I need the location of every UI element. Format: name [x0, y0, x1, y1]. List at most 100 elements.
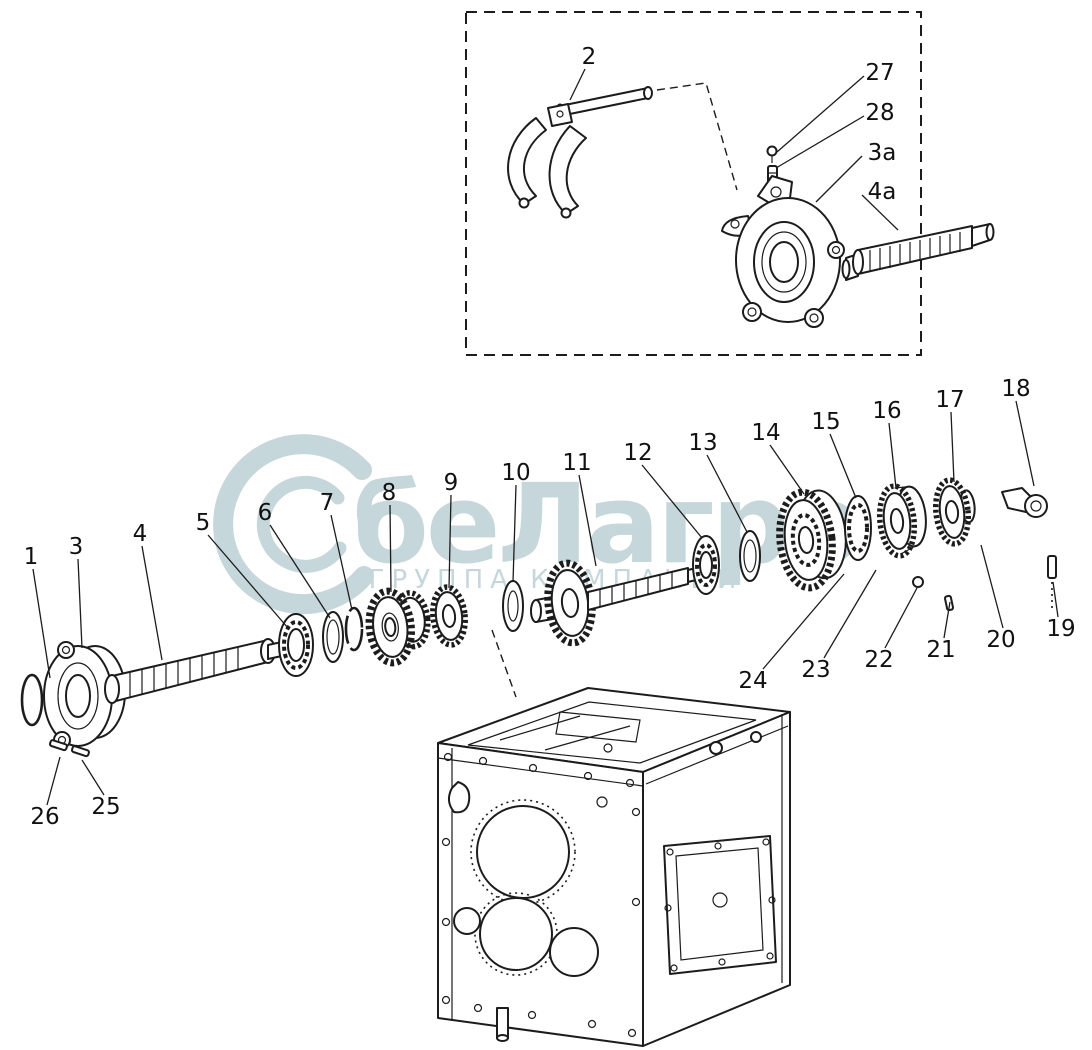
detail-inset — [465, 11, 995, 356]
callout-label-3a: 3a — [868, 140, 897, 166]
callout-label-28: 28 — [865, 100, 894, 126]
callout-leader-25 — [81, 759, 105, 796]
callout-leader-26 — [46, 756, 61, 806]
callout-label-18: 18 — [1001, 376, 1030, 402]
callout-label-15: 15 — [811, 409, 840, 435]
housing-side-cover-plate — [663, 835, 777, 975]
callout-leader-5 — [207, 534, 289, 629]
callout-leader-19 — [1052, 581, 1059, 618]
part-1-snap-ring — [20, 673, 44, 727]
callout-label-11: 11 — [562, 450, 591, 476]
callout-leader-1 — [32, 568, 51, 679]
part-12-bearing — [692, 535, 720, 595]
callout-label-10: 10 — [501, 460, 530, 486]
callout-label-12: 12 — [623, 440, 652, 466]
part-27-bolt — [766, 145, 778, 163]
part-4a-splines — [869, 232, 961, 272]
callout-leader-20 — [980, 544, 1004, 629]
part-5-bearing — [278, 613, 314, 677]
callout-label-26: 26 — [30, 804, 59, 830]
part-3-bearing-cover — [43, 641, 126, 749]
callout-label-5: 5 — [196, 510, 211, 536]
part-4-input-shaft — [104, 637, 305, 704]
callout-leader-27 — [776, 75, 865, 153]
callout-label-14: 14 — [751, 420, 780, 446]
housing-bore-medium — [479, 897, 553, 971]
callout-leader-22 — [884, 587, 918, 649]
callout-label-7: 7 — [320, 490, 335, 516]
callout-label-9: 9 — [444, 470, 459, 496]
housing-front-bolt-holes — [441, 752, 641, 1038]
callout-leader-15 — [829, 433, 857, 499]
callout-label-4: 4 — [133, 521, 148, 547]
callout-label-17: 17 — [935, 387, 964, 413]
housing-stud — [496, 1007, 509, 1042]
watermark: беЛагро ГРУППА КОМПАНИЙ — [213, 434, 863, 615]
part-11-splines — [599, 572, 673, 607]
callout-leader-24 — [762, 573, 845, 670]
part-2-shift-fork — [507, 86, 653, 219]
callout-label-20: 20 — [986, 627, 1015, 653]
part-26-bolt — [48, 739, 68, 752]
part-16-synchro-hub — [876, 483, 927, 559]
callout-leader-4 — [141, 545, 163, 661]
part-18-shift-lug — [1001, 487, 1048, 518]
callout-leader-17 — [950, 411, 955, 483]
assembly-axis-dashed-top — [656, 82, 738, 191]
callout-leader-7 — [330, 514, 353, 611]
callout-leader-28 — [775, 115, 865, 169]
callout-label-4a: 4a — [868, 179, 897, 205]
housing-boss — [709, 741, 723, 755]
part-13-ring — [739, 530, 761, 582]
part-10-thrust-washer — [502, 580, 524, 632]
callout-leader-16 — [888, 422, 897, 489]
callout-leader-2 — [569, 68, 586, 101]
callout-leader-21 — [943, 601, 951, 639]
housing-bore-small — [549, 927, 599, 977]
part-17-sliding-gear — [932, 477, 976, 547]
housing-bore-tiny — [453, 907, 481, 935]
callout-label-16: 16 — [872, 398, 901, 424]
callout-leader-18 — [1015, 400, 1035, 487]
gearbox-housing — [437, 687, 791, 1047]
callout-label-23: 23 — [801, 657, 830, 683]
part-4a-splined-shaft — [841, 223, 995, 281]
watermark-logo-outer-arc — [213, 434, 374, 615]
part-7-snap-ring — [344, 606, 364, 652]
callout-label-13: 13 — [688, 430, 717, 456]
part-22-ball — [912, 576, 924, 588]
callout-label-21: 21 — [926, 637, 955, 663]
callout-leader-23 — [823, 569, 877, 659]
callout-leader-12 — [641, 464, 703, 539]
callout-leader-6 — [269, 524, 331, 619]
callout-leader-8 — [389, 504, 392, 593]
callout-leader-3 — [77, 558, 83, 649]
callout-leader-9 — [448, 494, 452, 589]
part-14-large-gear — [776, 488, 847, 592]
callout-label-25: 25 — [91, 794, 120, 820]
housing-side-bolt-holes — [664, 838, 776, 972]
housing-boss-2 — [750, 731, 762, 743]
callout-label-8: 8 — [382, 480, 397, 506]
callout-label-19: 19 — [1046, 616, 1075, 642]
part-25-bolt — [70, 745, 90, 758]
housing-bore-large — [476, 805, 570, 899]
callout-label-24: 24 — [738, 668, 767, 694]
watermark-logo-inner-arc — [256, 475, 347, 573]
housing-teardrop-hole — [448, 781, 471, 814]
part-9-gear — [430, 584, 468, 648]
callout-leader-11 — [578, 474, 597, 567]
part-19-detent-pin — [1047, 555, 1057, 608]
part-15-synchro-ring — [844, 495, 872, 561]
callout-label-6: 6 — [258, 500, 273, 526]
housing-top-opening — [467, 701, 757, 764]
main-assembly — [20, 477, 1057, 758]
assembly-axis-dashed-housing — [491, 629, 517, 698]
callout-label-3: 3 — [69, 534, 84, 560]
callout-leader-10 — [512, 484, 517, 583]
callout-leader-4a — [861, 194, 899, 231]
part-21-pin — [943, 594, 955, 612]
